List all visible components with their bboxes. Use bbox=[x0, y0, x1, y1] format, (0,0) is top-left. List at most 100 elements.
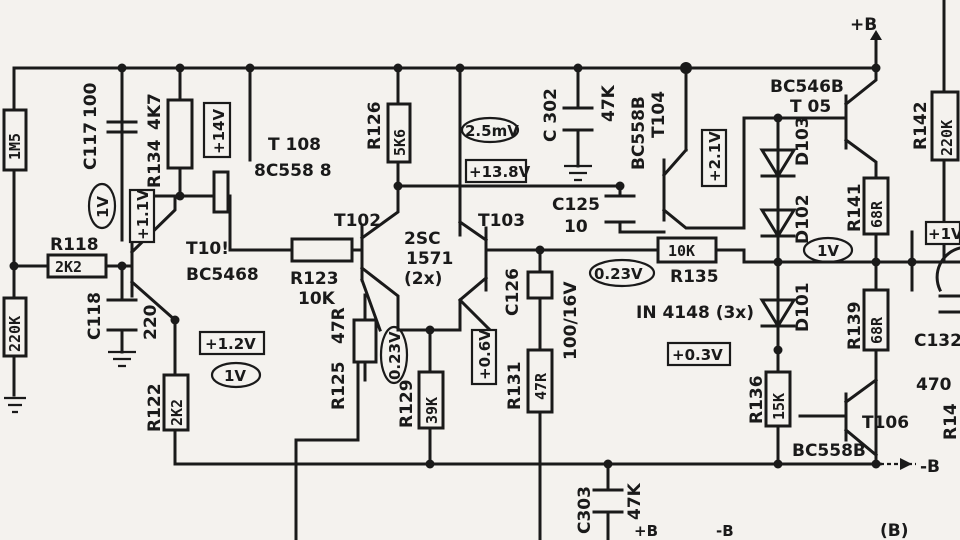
r135-value: 10K bbox=[668, 242, 695, 260]
t103-ref: T103 bbox=[478, 211, 525, 231]
c117-value: 100 bbox=[81, 82, 101, 118]
c118-ref: C118 bbox=[85, 292, 105, 340]
r118-ref: R118 bbox=[50, 235, 99, 255]
r142-ref: R142 bbox=[911, 101, 931, 150]
resistor-220k-left bbox=[2, 296, 28, 358]
r131-ref: R131 bbox=[505, 361, 525, 410]
t108-ref: T 108 bbox=[268, 135, 321, 155]
diode-d101 bbox=[759, 298, 797, 329]
ac-voltage-t101: 1V bbox=[224, 367, 246, 385]
r122-value: 2K2 bbox=[168, 399, 186, 426]
resistor-r141 bbox=[862, 176, 890, 236]
ac-voltage-t102: 0.23V bbox=[386, 331, 404, 380]
r-left-value: 1M5 bbox=[6, 133, 24, 160]
t106-ref: T106 bbox=[862, 413, 909, 433]
labels: +B -B +B -B (B) C117 100 R134 4K7 R118 C… bbox=[50, 15, 960, 540]
r141-value: 68R bbox=[868, 200, 886, 228]
minus-b-right: -B bbox=[920, 457, 940, 477]
capacitor-c118 bbox=[106, 298, 138, 332]
ac-voltage-mv: 2.5mV bbox=[465, 122, 519, 140]
r139-ref: R139 bbox=[845, 301, 865, 350]
r142-value: 220K bbox=[938, 120, 956, 156]
capacitor-c132 bbox=[938, 294, 960, 314]
r135-ref: R135 bbox=[670, 267, 719, 287]
t101-type: BC5468 bbox=[186, 265, 259, 285]
c303-ref: C303 bbox=[575, 486, 595, 534]
voltage-t101-base: +1.1V bbox=[134, 189, 152, 240]
transistor-t108-body bbox=[212, 170, 230, 214]
junction-dots bbox=[9, 62, 917, 469]
plus-b-arrow-icon bbox=[870, 30, 882, 40]
minus-b-bottom: -B bbox=[716, 522, 734, 540]
r125-value: 47R bbox=[329, 307, 349, 344]
c118-value: 220 bbox=[141, 304, 161, 340]
resistor-1m5 bbox=[2, 108, 28, 172]
resistor-r118 bbox=[46, 253, 108, 279]
resistor-r131 bbox=[526, 348, 554, 414]
capacitor-c126 bbox=[526, 270, 554, 300]
resistor-r125 bbox=[352, 318, 378, 364]
r134-ref: R134 bbox=[145, 139, 165, 188]
c303-value: 47K bbox=[625, 482, 645, 520]
resistor-r129 bbox=[417, 370, 445, 430]
c302-ref: C 302 bbox=[541, 88, 561, 142]
section-label: (B) bbox=[880, 521, 909, 540]
r141-ref: R141 bbox=[845, 183, 865, 232]
voltage-t101-emitter: +1.2V bbox=[205, 335, 256, 353]
voltage-t104-emitter: +2.1V bbox=[706, 131, 724, 182]
c132-value: 470 bbox=[916, 375, 952, 395]
t108-type: 8C558 8 bbox=[254, 161, 332, 181]
capacitor-c302 bbox=[562, 106, 594, 132]
plus-b-bottom: +B bbox=[634, 522, 658, 540]
r129-ref: R129 bbox=[397, 379, 417, 428]
r136-ref: R136 bbox=[747, 375, 767, 424]
voltage-t104: +13.8V bbox=[469, 163, 531, 181]
voltage-t108: +14V bbox=[210, 109, 228, 154]
voltage-t103-emitter: +0.6V bbox=[476, 329, 494, 380]
t106-type: BC558B bbox=[792, 441, 866, 461]
t101-ref: T10! bbox=[186, 239, 229, 259]
resistor-r142 bbox=[930, 90, 960, 162]
ground-symbols bbox=[4, 164, 592, 414]
t102-type-number: 1571 bbox=[406, 249, 453, 269]
c125-ref: C125 bbox=[552, 195, 600, 215]
t102-ref: T102 bbox=[334, 211, 381, 231]
r123-ref: R123 bbox=[290, 269, 339, 289]
t102-quantity: (2x) bbox=[404, 269, 442, 289]
r126-ref: R126 bbox=[365, 101, 385, 150]
voltage-d101: +0.3V bbox=[672, 346, 723, 364]
r139-value: 68R bbox=[868, 316, 886, 344]
ac-voltage-left: 1V bbox=[94, 196, 112, 218]
c117-ref: C117 bbox=[81, 122, 101, 170]
diode-d103 bbox=[759, 148, 797, 179]
capacitor-c303 bbox=[592, 488, 624, 514]
d101-ref: D101 bbox=[793, 282, 813, 332]
components bbox=[2, 90, 960, 514]
resistor-r134 bbox=[166, 98, 194, 170]
r122-ref: R122 bbox=[145, 383, 165, 432]
ac-voltage-right: 1V bbox=[817, 242, 839, 260]
r-left-bottom-value: 220K bbox=[6, 316, 24, 352]
r144-ref: R14 bbox=[941, 403, 960, 440]
t104-type: BC558B bbox=[629, 96, 649, 170]
r129-value: 39K bbox=[423, 397, 441, 424]
output-partial-circle bbox=[935, 246, 960, 292]
resistor-r126 bbox=[386, 102, 412, 164]
r134-value: 4K7 bbox=[145, 93, 165, 130]
resistor-r136 bbox=[764, 370, 792, 428]
plus-b-top: +B bbox=[850, 15, 877, 35]
capacitor-c117 bbox=[106, 120, 138, 134]
r131-value: 47R bbox=[532, 372, 550, 400]
capacitor-c125 bbox=[604, 194, 636, 224]
r123-value: 10K bbox=[298, 289, 336, 309]
d102-ref: D102 bbox=[793, 194, 813, 244]
minus-b-arrow-icon bbox=[900, 458, 912, 470]
t102-type-prefix: 2SC bbox=[404, 229, 441, 249]
ac-voltage-t103: 0.23V bbox=[594, 265, 643, 283]
voltage-right: +1V bbox=[928, 225, 960, 243]
component-values: 1M5 220K 2K2 2K2 5K6 39K 47R 10K 15K 68R… bbox=[6, 120, 956, 426]
r126-value: 5K6 bbox=[391, 129, 409, 156]
c126-ref: C126 bbox=[503, 268, 523, 316]
c302-value: 47K bbox=[599, 84, 619, 122]
